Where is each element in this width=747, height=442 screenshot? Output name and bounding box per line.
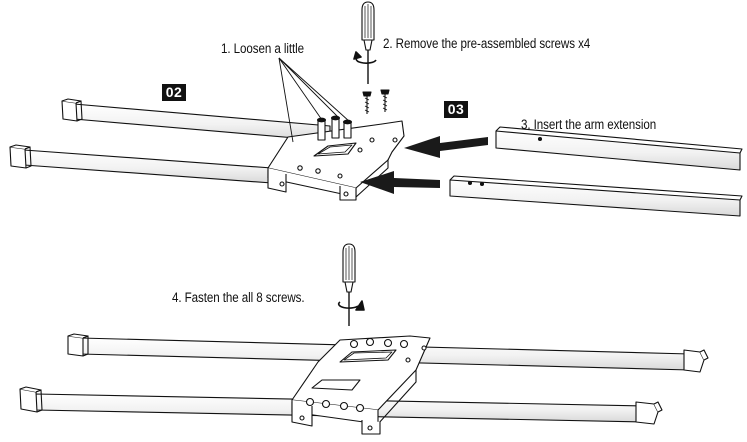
screw-icon: [362, 89, 390, 114]
step-2-label: 2. Remove the pre-assembled screws x4: [383, 36, 591, 51]
step-3-label: 3. Insert the arm extension: [521, 117, 657, 132]
step-4-label: 4. Fasten the all 8 screws.: [172, 290, 305, 305]
loosen-leaders: [278, 57, 351, 143]
part-badge-03: 03: [444, 101, 468, 118]
screwdriver-icon: [361, 1, 375, 84]
bracket-plate-bottom: [291, 335, 431, 435]
top-assembly: [9, 1, 743, 217]
rotate-arrow-icon: [353, 51, 377, 64]
insert-arrow-icon: [360, 136, 488, 194]
rail-front-left: [9, 144, 273, 184]
arm-extension-upper: [495, 126, 743, 171]
rotate-arrow-icon: [337, 300, 365, 311]
part-badge-02: 02: [162, 84, 186, 101]
step-1-label: 1. Loosen a little: [221, 41, 305, 56]
rail-back-left: [61, 98, 331, 142]
bottom-assembly: [19, 243, 709, 435]
arm-extension-lower: [449, 175, 743, 217]
bracket-plate: [267, 115, 405, 201]
screwdriver-icon: [342, 243, 356, 326]
